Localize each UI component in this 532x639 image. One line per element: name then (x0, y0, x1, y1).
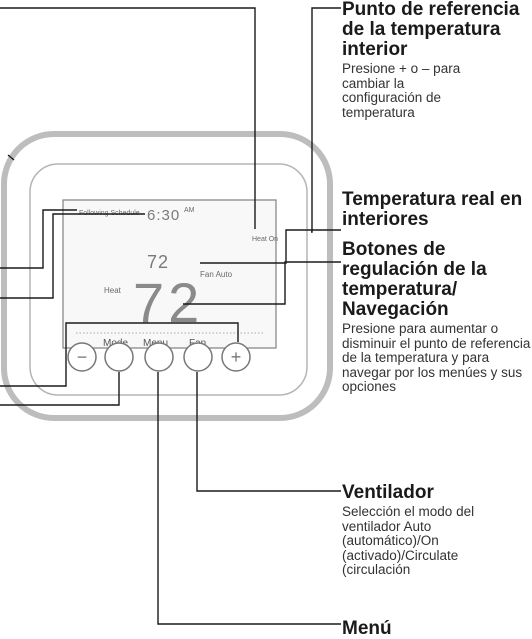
minus-icon: − (77, 347, 88, 367)
callout-setpoint-desc: Presione + o – para cambiar la configura… (342, 61, 461, 120)
mode-button[interactable] (104, 342, 134, 372)
heat-on-text: Heat On (252, 236, 278, 243)
leader-stub-small (7, 154, 15, 161)
fan-auto-text: Fan Auto (200, 270, 233, 279)
indoor-temp-text: 72 (133, 271, 203, 334)
leader-setpoint (311, 7, 341, 233)
callout-setpoint: Punto de referencia de la temperatura in… (342, 0, 532, 120)
time-text: 6:30 (147, 207, 180, 224)
leader-time (0, 213, 145, 299)
leader-adjust (183, 261, 341, 305)
plus-icon: + (231, 347, 242, 367)
callout-fan-title: Ventilador (342, 482, 434, 503)
leader-indoor-temp (200, 229, 341, 264)
menu-button[interactable] (144, 342, 174, 372)
callout-adjust-desc: Presione para aumentar o disminuir el pu… (342, 321, 531, 394)
callout-setpoint-title: Punto de referencia de la temperatura in… (342, 0, 520, 60)
leader-schedule (0, 209, 77, 269)
callout-fan-desc: Selección el modo del ventilador Auto (a… (342, 504, 475, 577)
leader-mode (0, 372, 120, 406)
callout-indoor-temp-title: Temperatura real en interiores (342, 189, 523, 230)
callout-adjust-buttons: Botones de regulación de la temperatura/… (342, 240, 532, 395)
setpoint-text: 72 (147, 252, 169, 272)
minus-button[interactable] (67, 342, 97, 372)
plus-button[interactable] (221, 342, 251, 372)
callout-indoor-temp: Temperatura real en interiores (342, 190, 532, 230)
callout-menu: Menú (342, 619, 532, 639)
leader-lines (0, 7, 341, 625)
leader-fan (196, 372, 341, 492)
callout-fan: Ventilador Selección el modo del ventila… (342, 483, 532, 578)
thermostat-outer-frame (1, 131, 333, 421)
callout-menu-title: Menú (342, 618, 392, 639)
mode-heat-text: Heat (104, 286, 122, 295)
callout-adjust-title: Botones de regulación de la temperatura/… (342, 239, 487, 320)
ampm-text: AM (184, 207, 195, 214)
leader-heat-on (0, 7, 256, 229)
leader-nav-buttons (0, 322, 239, 387)
leader-menu (157, 372, 341, 625)
thermostat-inner-face (29, 163, 308, 396)
fan-button[interactable] (183, 342, 213, 372)
